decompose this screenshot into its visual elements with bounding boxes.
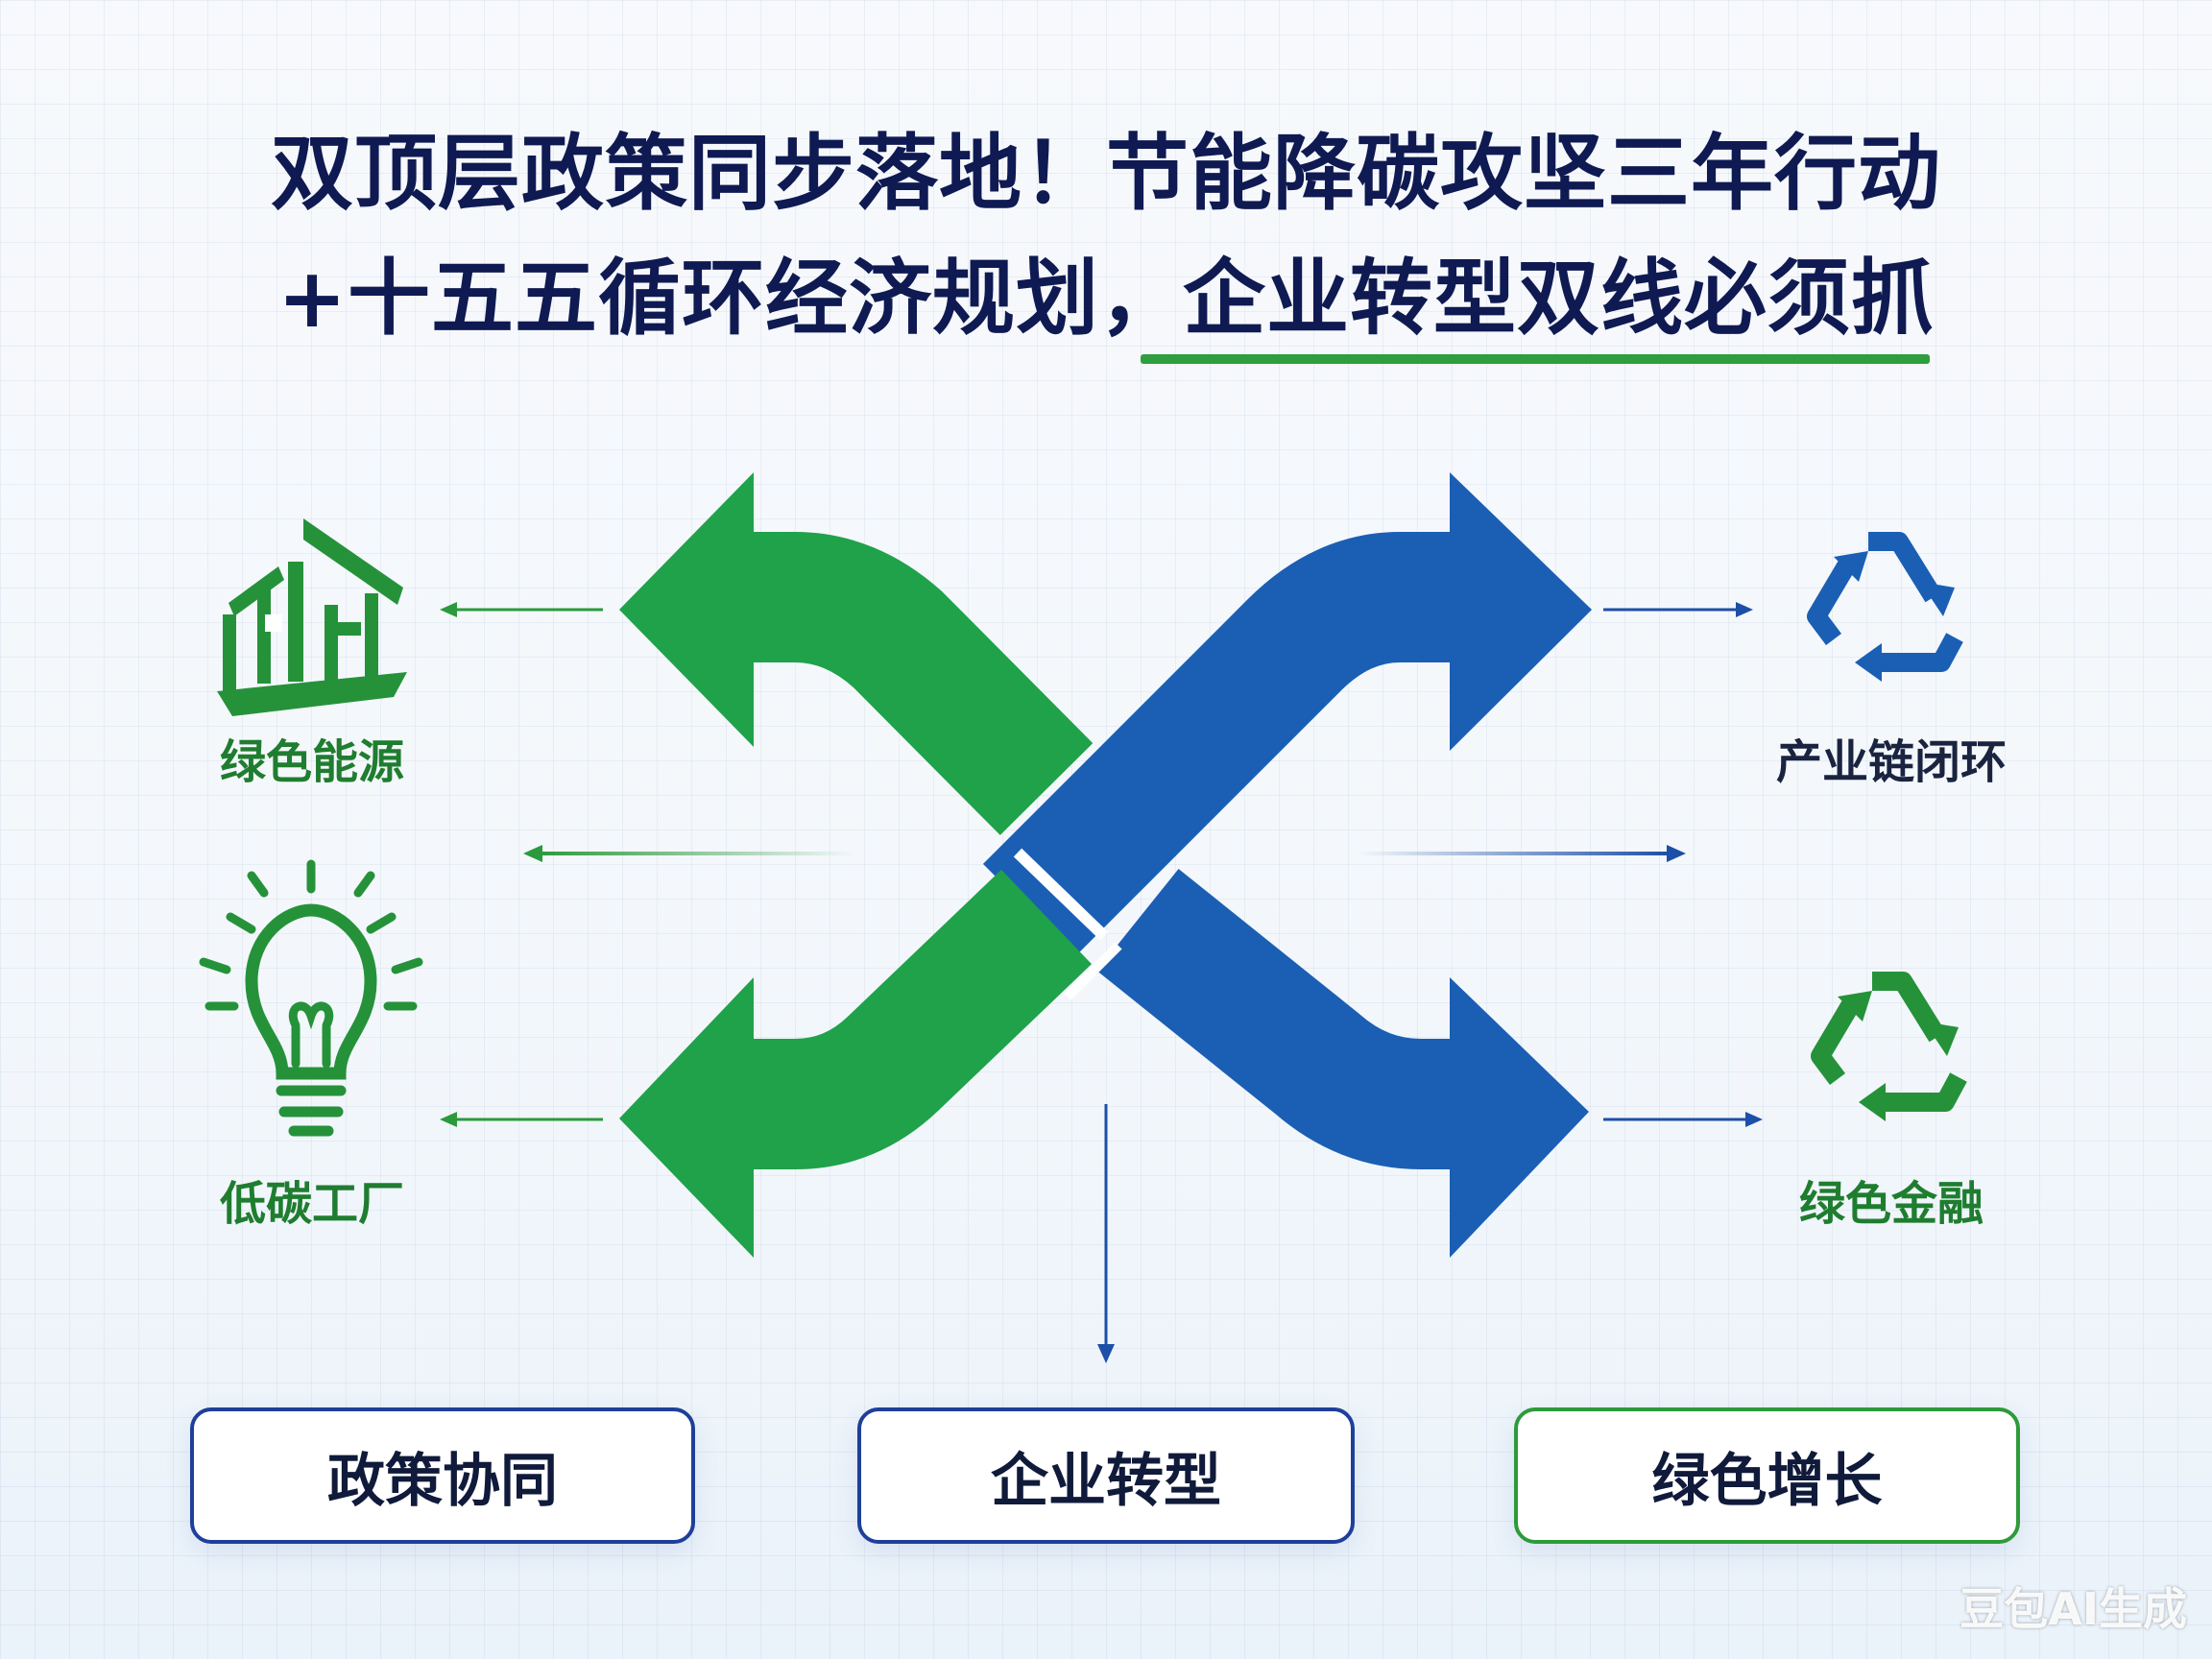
title-underline xyxy=(1141,354,1930,364)
box-enterprise-transformation: 企业转型 xyxy=(857,1407,1355,1544)
box-green-growth: 绿色增长 xyxy=(1514,1407,2020,1544)
label-green-finance: 绿色金融 xyxy=(1798,1177,1984,1231)
title-highlight: 企业转型双线必须抓 xyxy=(1183,251,1936,347)
crossing-gap-2 xyxy=(1064,942,1122,1000)
title-line-2-part-1: +十五五循环经济规划， xyxy=(276,251,1184,347)
connector-top-right xyxy=(1603,602,1753,617)
connector-middle-left xyxy=(523,845,854,862)
label-low-carbon-factory: 低碳工厂 xyxy=(219,1177,404,1231)
blue-arrow-lower xyxy=(1096,868,1589,1258)
green-building-icon xyxy=(217,518,407,716)
connector-middle-right xyxy=(1358,845,1686,862)
green-arrow-lower xyxy=(619,869,1092,1258)
connector-top-left xyxy=(440,602,603,617)
box-policy-synergy: 政策协同 xyxy=(190,1407,695,1544)
recycle-icon-green xyxy=(1811,972,1967,1121)
connector-bottom-right xyxy=(1603,1112,1763,1127)
blue-arrow-upper xyxy=(982,472,1592,957)
light-bulb-icon xyxy=(199,859,423,1137)
connector-bottom-left xyxy=(440,1112,603,1127)
connector-down xyxy=(1097,1104,1115,1363)
crossing-gap xyxy=(1013,848,1109,941)
watermark: 豆包AI生成 xyxy=(1960,1583,2187,1635)
recycle-icon-blue xyxy=(1807,532,1963,682)
green-arrow-upper xyxy=(619,472,1094,835)
title-line-2: +十五五循环经济规划，企业转型双线必须抓 xyxy=(0,257,2212,340)
label-industry-chain-loop: 产业链闭环 xyxy=(1775,735,2007,789)
label-green-energy: 绿色能源 xyxy=(219,735,404,789)
title-line-1: 双顶层政策同步落地！节能降碳攻坚三年行动 xyxy=(271,126,1941,222)
